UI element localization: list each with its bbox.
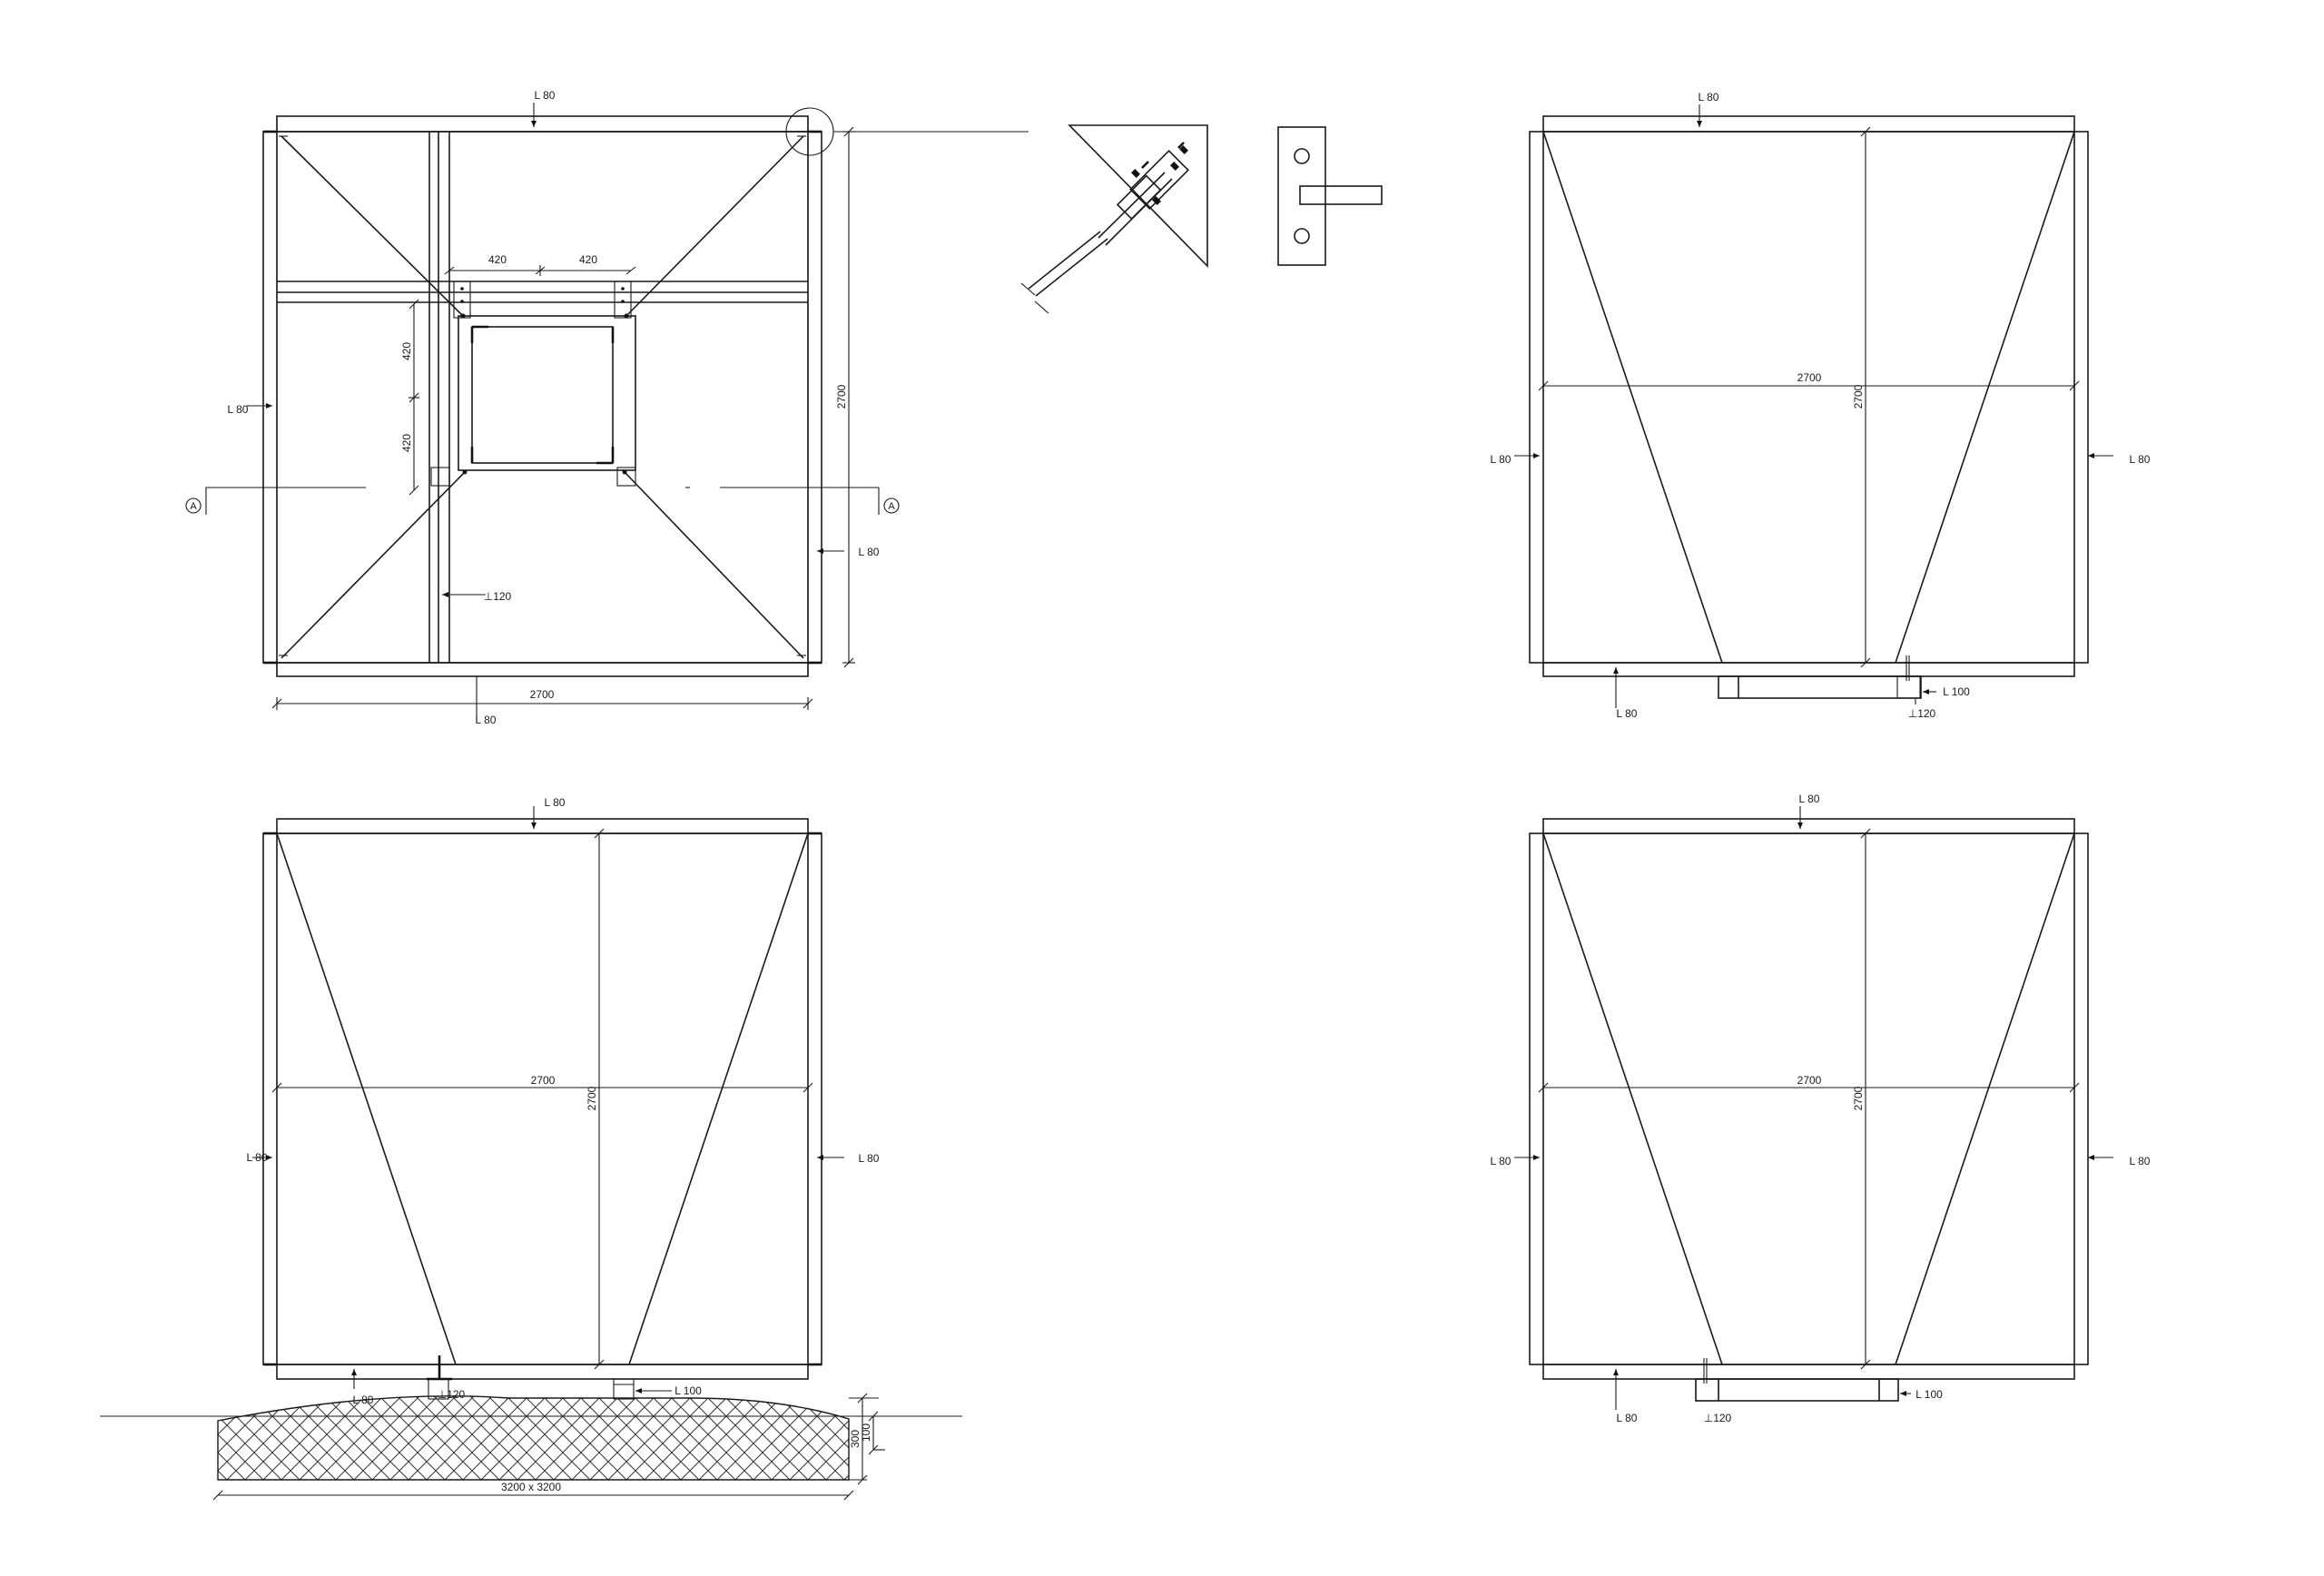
- bl-label-bottom: L 80: [353, 1394, 374, 1406]
- tr-dim-height: 2700: [1852, 384, 1865, 409]
- svg-text:A: A: [190, 501, 197, 512]
- tr-label-right: L 80: [2130, 453, 2151, 466]
- corner-detail: [1020, 124, 1208, 314]
- plan-dim-420-b: 420: [579, 253, 597, 266]
- plan-dim-420-c: 420: [400, 342, 413, 360]
- plan-dim-420-a: 420: [488, 253, 507, 266]
- plan-label-right: L 80: [859, 546, 880, 558]
- plate-detail: [1277, 126, 1383, 266]
- svg-text:A: A: [888, 501, 895, 512]
- plan-dim-width: 2700: [530, 688, 555, 701]
- footing-dim: 3200 x 3200: [501, 1481, 561, 1493]
- plan-dim-height: 2700: [835, 384, 848, 409]
- tr-label-top: L 80: [1699, 91, 1719, 103]
- br-label-tee: ⊥120: [1704, 1412, 1732, 1424]
- elevation-bottom-left: 2700 2700 3200 x 3200 300 100 L 80 L 8: [100, 796, 962, 1501]
- bl-dim-width: 2700: [531, 1074, 556, 1087]
- footing-dim-100: 100: [860, 1423, 872, 1442]
- bl-label-tee: ⊥120: [438, 1388, 466, 1401]
- footing-dim-300: 300: [849, 1430, 862, 1448]
- tr-label-bottom: L 80: [1617, 707, 1638, 720]
- bl-label-right: L 80: [859, 1152, 880, 1165]
- section-marker-right: [883, 497, 900, 514]
- plan-label-top: L 80: [535, 89, 556, 102]
- br-label-l100: L 100: [1915, 1388, 1943, 1401]
- br-label-right: L 80: [2130, 1155, 2151, 1167]
- bl-dim-height: 2700: [586, 1086, 598, 1110]
- tr-label-tee: ⊥120: [1908, 707, 1936, 720]
- plan-frame-outer: [276, 115, 809, 677]
- bl-label-left: L 80: [247, 1151, 268, 1164]
- bl-label-top: L 80: [545, 796, 566, 809]
- br-label-bottom: L 80: [1617, 1412, 1638, 1424]
- tr-dim-width: 2700: [1797, 371, 1822, 384]
- plan-view: 2700 2700 420 420 420 420 A A: [185, 89, 1029, 726]
- plan-frame-posts: [262, 131, 822, 664]
- concrete-footing: [217, 1395, 850, 1481]
- elevation-top-right: 2700 2700 L 80 L 80 L 80 L 80 L 100 ⊥120: [1491, 91, 2151, 720]
- br-dim-height: 2700: [1852, 1086, 1865, 1110]
- br-label-top: L 80: [1799, 793, 1820, 805]
- bl-label-l100: L 100: [675, 1384, 702, 1397]
- plan-label-left: L 80: [228, 403, 249, 416]
- section-marker-left: [185, 497, 202, 514]
- plan-label-bottom: L 80: [476, 714, 497, 726]
- elevation-bottom-right: 2700 2700 L 80 L 80 L 80 L 80 ⊥120 L 100: [1491, 793, 2151, 1424]
- tr-label-l100: L 100: [1943, 685, 1970, 698]
- br-dim-width: 2700: [1797, 1074, 1822, 1087]
- tr-label-left: L 80: [1491, 453, 1512, 466]
- plan-dim-420-d: 420: [400, 434, 413, 452]
- br-label-left: L 80: [1491, 1155, 1512, 1167]
- plan-label-tee: ⊥120: [484, 590, 512, 603]
